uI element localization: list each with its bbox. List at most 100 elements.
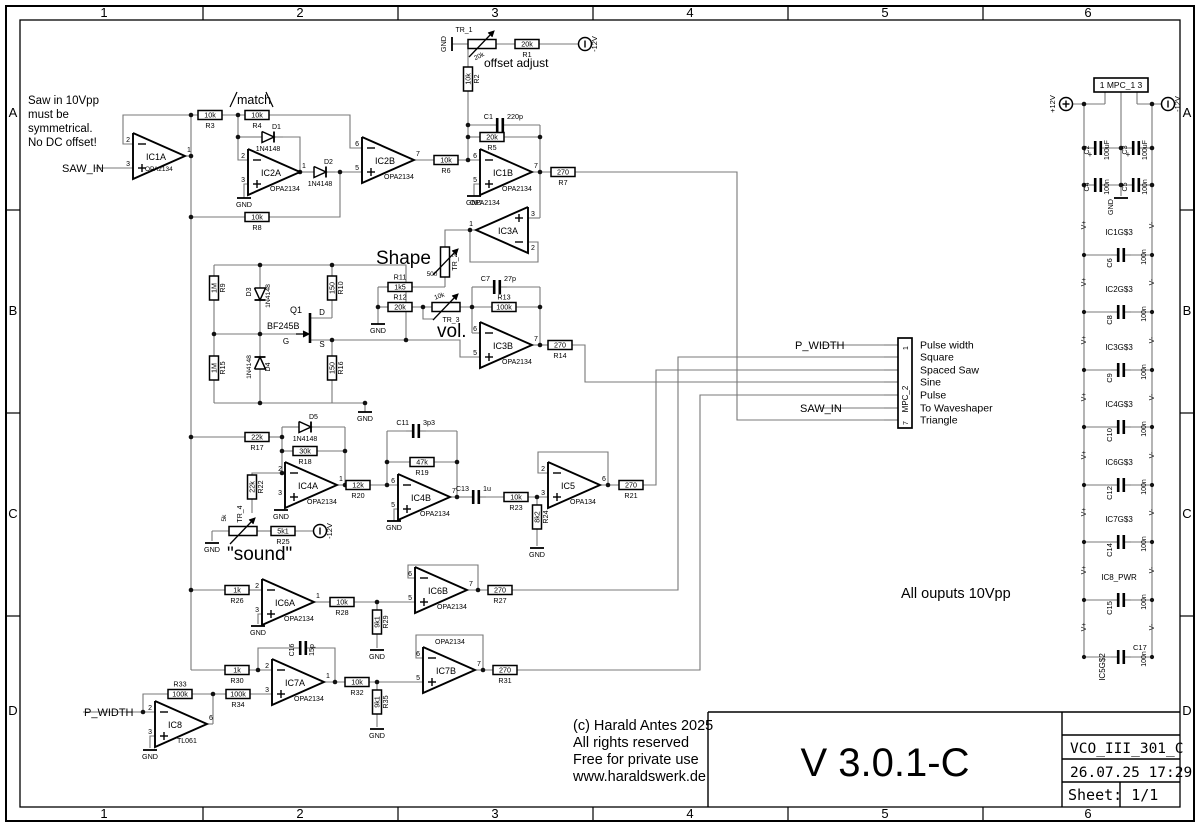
- opamp-part: OPA2134: [420, 511, 450, 518]
- jfet-label: D: [319, 308, 325, 317]
- gnd-label: GND: [273, 512, 289, 521]
- pin-number: 2: [265, 663, 269, 670]
- pin-number: 5: [416, 675, 420, 682]
- resistor-ref: R16: [336, 361, 345, 374]
- resistor-ref: R7: [558, 178, 567, 187]
- resistor-value: 9k1: [373, 696, 382, 708]
- jfet-label: S: [319, 340, 324, 349]
- net-label: P_WIDTH: [795, 340, 845, 352]
- trimmer-TR_4: TR_45k: [221, 505, 258, 545]
- connector-ref: MPC_2: [901, 385, 910, 412]
- rail-label: V+: [1081, 566, 1088, 575]
- resistor-ref: R3: [205, 121, 214, 130]
- resistor-value: 1k5: [394, 283, 406, 292]
- pin-number: 3: [278, 490, 282, 497]
- note-text: No DC offset!: [28, 137, 97, 149]
- pin-number: 6: [209, 715, 213, 722]
- pin-number: 1: [302, 163, 306, 170]
- resistor-value: 10k: [204, 111, 216, 120]
- resistor-ref: R29: [381, 615, 390, 628]
- junction-dot: [384, 482, 390, 488]
- resistor-value: 9k1: [373, 616, 382, 628]
- diode-ref: D5: [309, 414, 318, 421]
- wires: [83, 43, 1161, 748]
- junction-dot: [279, 434, 285, 440]
- sheet-number: Sheet: 1/1: [1068, 786, 1158, 804]
- resistor-ref: R20: [351, 491, 364, 500]
- resistor-value: 100k: [496, 303, 512, 312]
- rail-label: V+: [1081, 623, 1088, 632]
- resistor-value: 10k: [440, 156, 452, 165]
- junction-dot: [1081, 252, 1087, 258]
- pin-number: 3: [265, 687, 269, 694]
- capacitor-ref: C7: [481, 274, 490, 283]
- capacitor-polarity: +: [1126, 150, 1131, 159]
- pin-number: 7: [477, 661, 481, 668]
- copyright-line: (c) Harald Antes 2025: [573, 718, 713, 734]
- trimmer-TR_3: TR_3 10k: [431, 291, 461, 324]
- opamp-ref: IC4B: [411, 493, 431, 503]
- net-label: SAW_IN: [800, 403, 842, 415]
- pin-number: 7: [452, 488, 456, 495]
- junction-dot: [1149, 252, 1155, 258]
- resistor-ref: R32: [350, 688, 363, 697]
- pin-number: 6: [473, 326, 477, 333]
- pin-number: 3: [541, 490, 545, 497]
- diode-ref: D2: [324, 159, 333, 166]
- pin-number: 2: [278, 466, 282, 473]
- resistor-ref: R4: [252, 121, 261, 130]
- rail-label: V-: [1149, 451, 1156, 458]
- output-pin-label: Square: [920, 352, 954, 364]
- jfet-label: BF245B: [267, 321, 300, 331]
- junction-dot: [1149, 539, 1155, 545]
- net-label: P_WIDTH: [84, 707, 134, 719]
- border-row-label: B: [9, 303, 18, 318]
- output-pin-label: To Waveshaper: [920, 403, 993, 415]
- note-text: vol.: [437, 321, 467, 342]
- power-flag--12v: -12V: [577, 36, 599, 52]
- resistor-value: 270: [494, 586, 506, 595]
- resistor-value: 270: [554, 341, 566, 350]
- trimmer-ref: TR_3: [442, 317, 459, 324]
- opamp-part: TL061: [177, 738, 197, 745]
- border-column-label: 1: [100, 806, 107, 821]
- junction-dot: [1149, 101, 1155, 107]
- rail-label: V-: [1149, 336, 1156, 343]
- capacitor-value: 100n: [1141, 479, 1148, 495]
- resistor-value: 100k: [172, 690, 188, 699]
- pin-number: 2: [255, 583, 259, 590]
- trimmer-value: 20k: [473, 51, 486, 62]
- output-pin-label: Sine: [920, 377, 941, 389]
- resistor-ref: R27: [493, 596, 506, 605]
- opamp-part: OPA2134: [470, 200, 500, 207]
- trimmer-value: 10k: [433, 291, 446, 301]
- diode-ref: D3: [246, 287, 253, 296]
- capacitor-value: 100n: [1141, 364, 1148, 380]
- pin-number: 3: [241, 177, 245, 184]
- junction-dot: [1149, 145, 1155, 151]
- opamp-ref: IC4A: [298, 481, 318, 491]
- resistor-ref: R8: [252, 223, 261, 232]
- note-text: symmetrical.: [28, 123, 93, 135]
- opamp-ref: IC1A: [146, 152, 166, 162]
- resistor-ref: R15: [218, 361, 227, 374]
- gnd-symbol: GND: [236, 197, 252, 209]
- opamp-part: OPA2134: [384, 174, 414, 181]
- opamp-ref: IC6B: [428, 586, 448, 596]
- resistor-ref: R35: [381, 695, 390, 708]
